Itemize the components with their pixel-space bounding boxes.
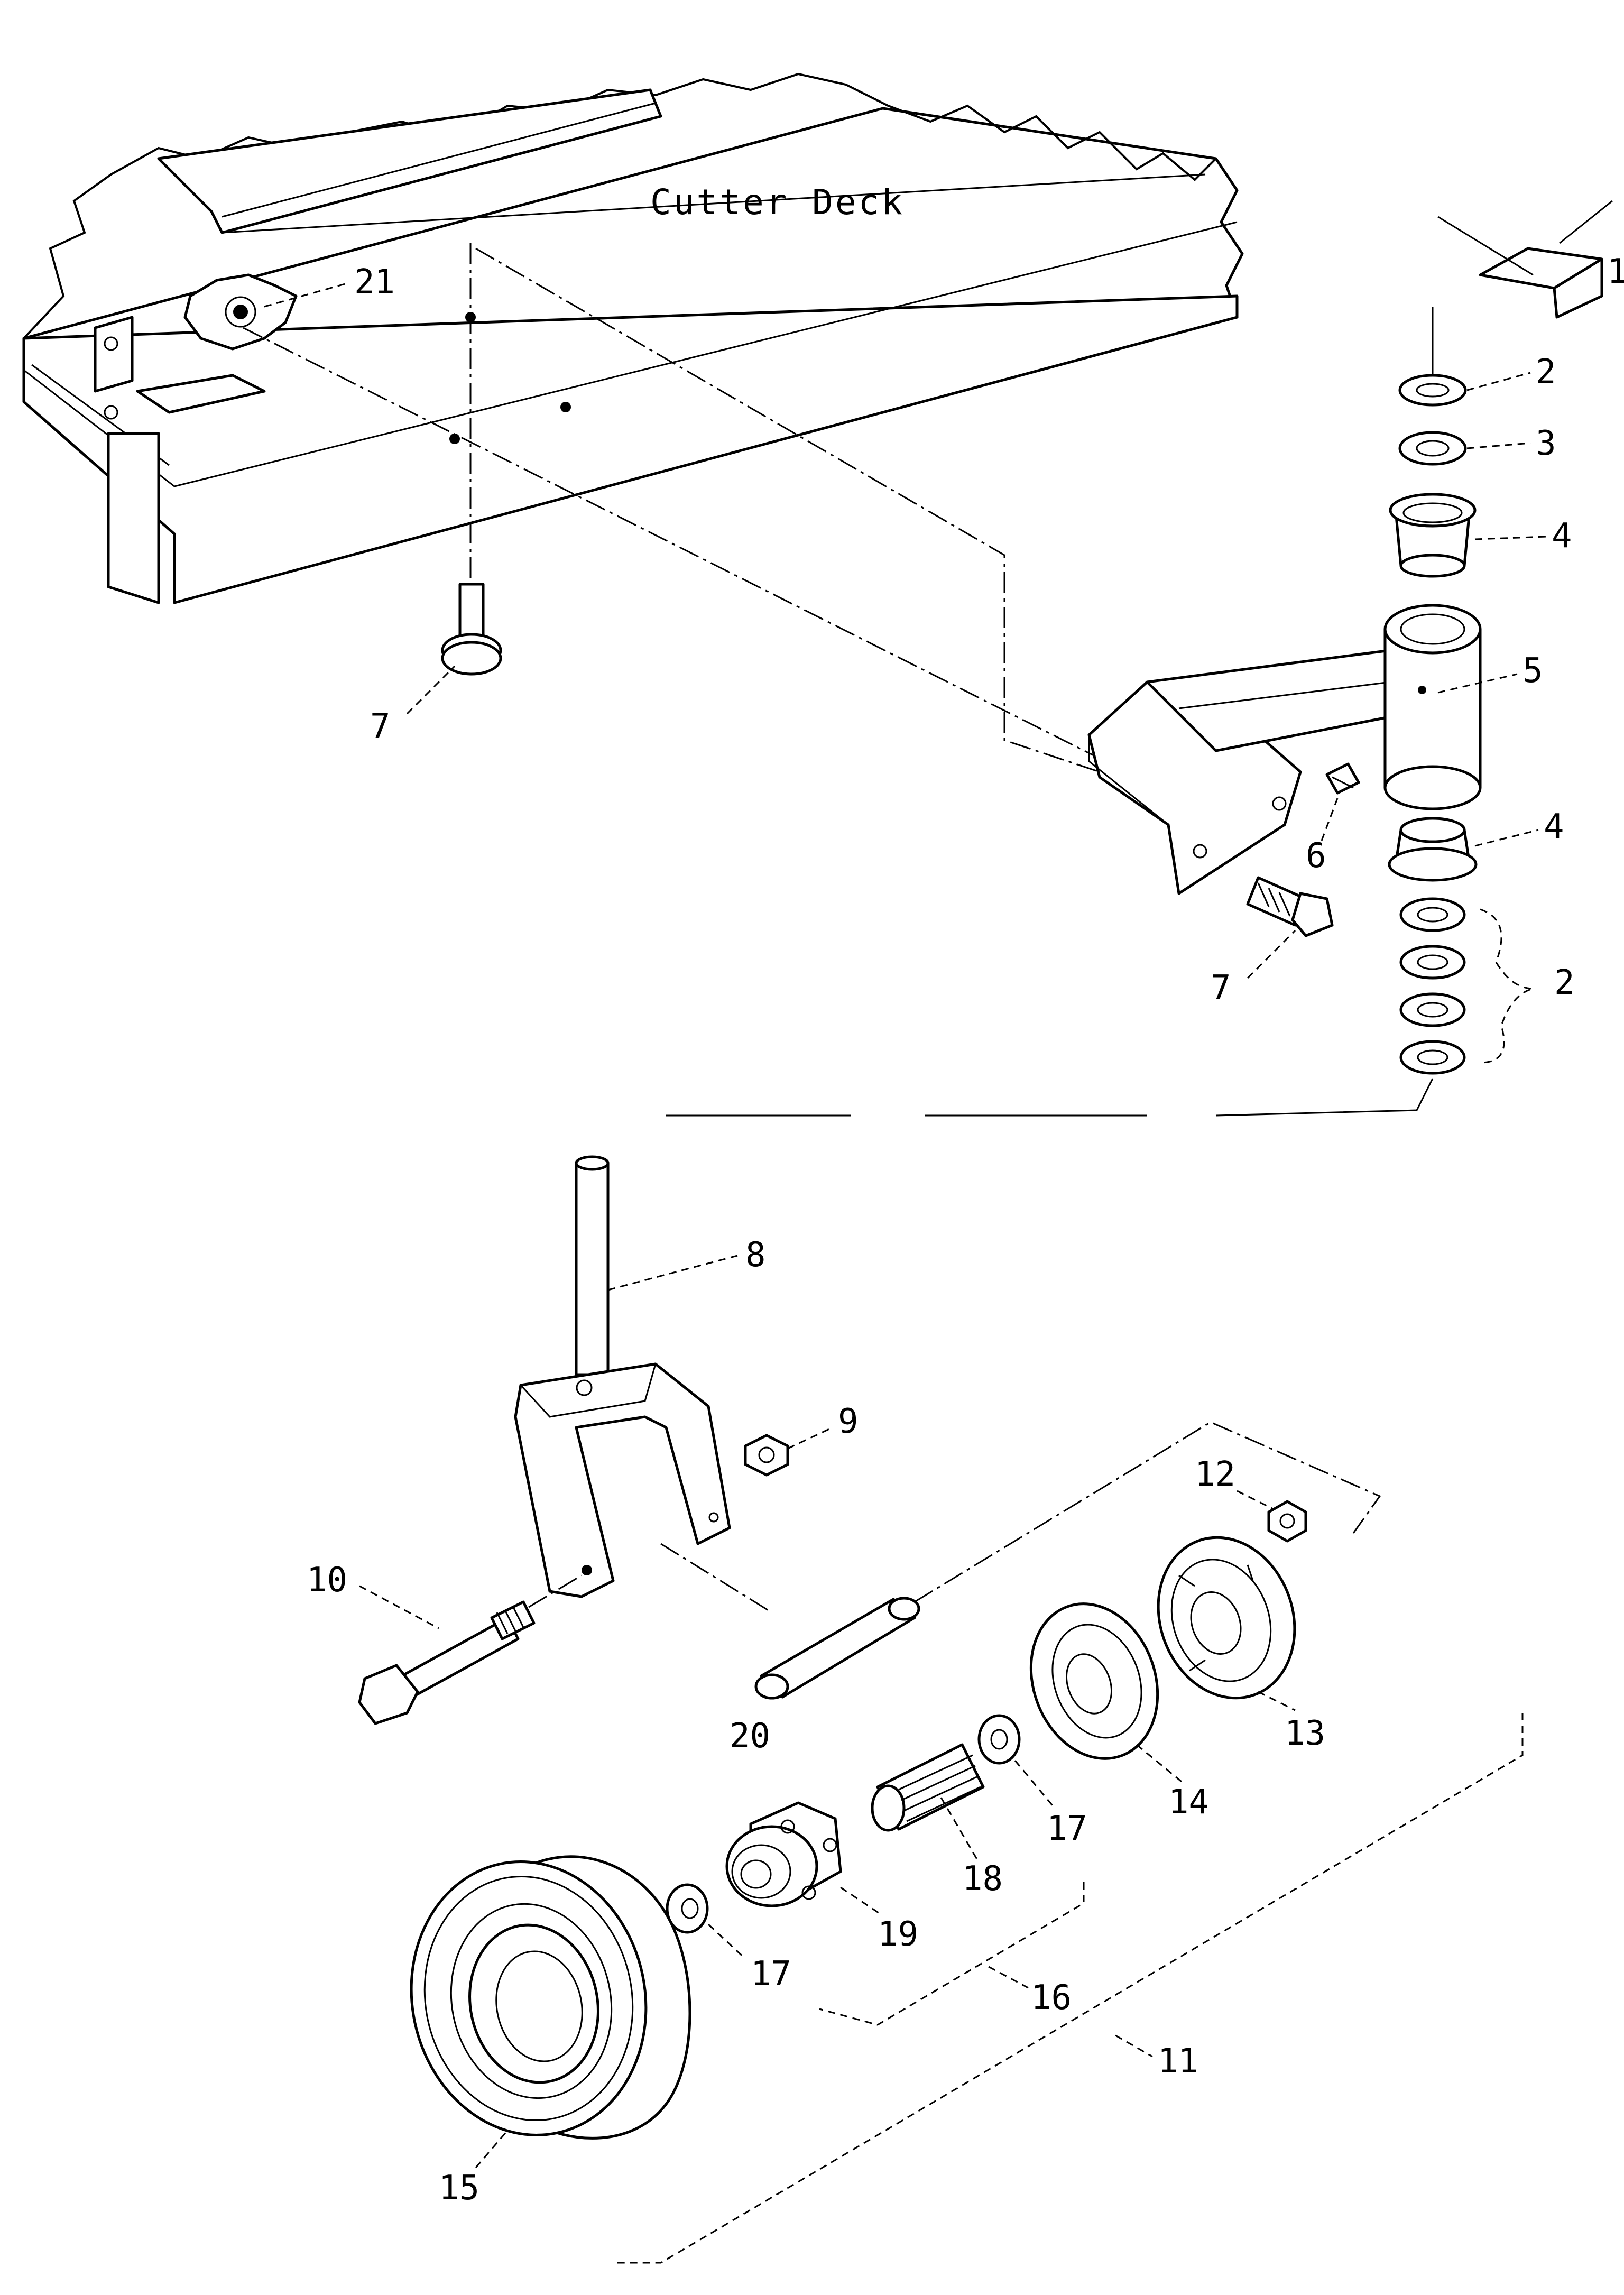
callout-2-stack: 2 (1554, 963, 1575, 1002)
callout-11: 11 (1158, 2042, 1198, 2081)
bracket-part-16 (819, 1882, 1085, 2026)
part-19-hub (725, 1801, 842, 1907)
callout-9: 9 (838, 1402, 859, 1441)
part-7-deck-bolt (441, 583, 502, 676)
part-18-sleeve (871, 1743, 985, 1832)
callout-6: 6 (1306, 836, 1326, 875)
part-21-nut (183, 273, 298, 351)
callout-16: 16 (1031, 1978, 1072, 2017)
callout-7-deck: 7 (370, 707, 391, 746)
part-6-grease-fitting (1325, 762, 1360, 795)
part-10-bolt (358, 1600, 536, 1725)
brace-part-2 (1480, 908, 1534, 1064)
part-3-washer (1398, 431, 1467, 466)
callout-12: 12 (1195, 1455, 1235, 1494)
centerline-mount-bolt (243, 327, 1190, 805)
callout-13: 13 (1285, 1714, 1325, 1753)
part-15-tire (410, 1855, 691, 2140)
centerline-bracket (475, 247, 1164, 794)
callout-14: 14 (1168, 1783, 1209, 1822)
part-7-bracket-bolt (1246, 876, 1334, 937)
part-17-bearing-right (977, 1714, 1021, 1765)
callout-17-left: 17 (751, 1955, 791, 1994)
callout-18: 18 (962, 1859, 1003, 1898)
callout-15: 15 (439, 2169, 479, 2208)
part-20-spacer (754, 1597, 920, 1700)
callout-19: 19 (878, 1915, 918, 1954)
part-17-bearing-left (666, 1883, 709, 1934)
callout-7-bracket: 7 (1211, 969, 1231, 1008)
bracket-part-11 (613, 1713, 1524, 2264)
callout-4-top: 4 (1552, 517, 1572, 556)
centerline-axle (660, 1421, 1381, 1614)
part-2-washer-top (1398, 374, 1467, 407)
callout-17-right: 17 (1047, 1809, 1087, 1848)
part-5-caster-arm (1087, 604, 1482, 895)
part-14-hub-half (1029, 1602, 1159, 1760)
part-12-nut (1267, 1500, 1307, 1543)
part-4-bushing-top (1389, 493, 1477, 578)
callout-20: 20 (730, 1717, 770, 1756)
callout-2-top: 2 (1536, 353, 1556, 392)
part-1-fragment (1437, 200, 1613, 319)
part-2-washer-stack (1399, 897, 1466, 1075)
callout-8: 8 (745, 1236, 766, 1275)
callout-5: 5 (1522, 651, 1543, 690)
callout-3: 3 (1536, 424, 1556, 463)
callout-21: 21 (354, 263, 395, 302)
part-8-caster-fork (514, 1155, 731, 1598)
part-4-bushing-bottom (1388, 817, 1478, 882)
part-13-hub-half (1157, 1536, 1296, 1700)
part-9-nut (744, 1434, 789, 1477)
cutter-deck (22, 72, 1244, 604)
cutter-deck-label: Cutter Deck (650, 182, 905, 223)
callout-4-bottom: 4 (1544, 807, 1564, 846)
callout-1: 1 (1607, 252, 1624, 291)
section-separator (666, 1078, 1434, 1117)
callout-10: 10 (307, 1561, 347, 1600)
